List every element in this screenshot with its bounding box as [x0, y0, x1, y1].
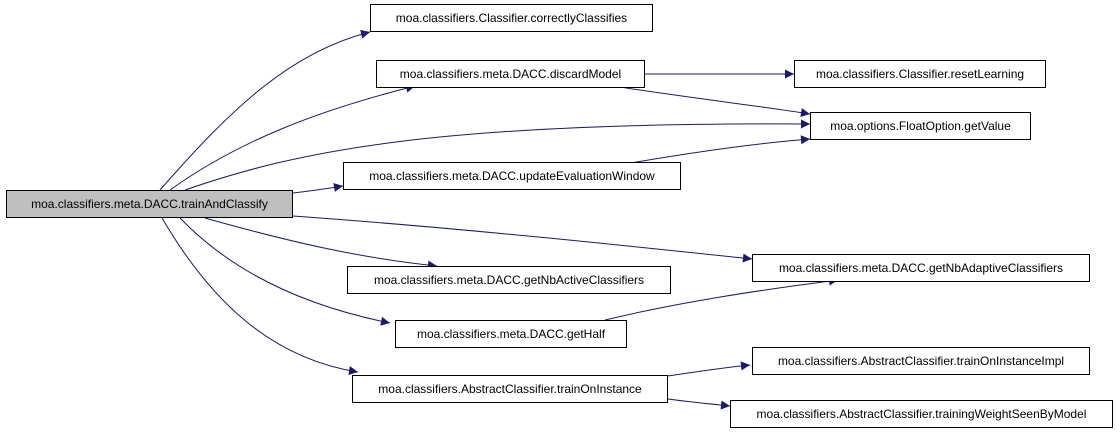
- edge-discard-model-to-float-option-get-value: [619, 86, 811, 118]
- edge-get-half-to-get-nb-adaptive-classifiers: [604, 276, 839, 321]
- node-float-option-get-value[interactable]: moa.options.FloatOption.getValue: [810, 112, 1031, 140]
- node-get-nb-adaptive-classifiers[interactable]: moa.classifiers.meta.DACC.getNbAdaptiveC…: [752, 254, 1090, 282]
- edge-root-to-discard-model: [169, 83, 416, 191]
- node-train-on-instance-impl[interactable]: moa.classifiers.AbstractClassifier.train…: [752, 347, 1090, 375]
- node-correctly-classifies[interactable]: moa.classifiers.Classifier.correctlyClas…: [370, 4, 653, 32]
- edge-update-evaluation-window-to-float-option-get-value: [624, 135, 811, 165]
- node-get-nb-active-classifiers[interactable]: moa.classifiers.meta.DACC.getNbActiveCla…: [347, 266, 671, 294]
- node-discard-model[interactable]: moa.classifiers.meta.DACC.discardModel: [376, 60, 645, 88]
- node-training-weight-seen-by-model[interactable]: moa.classifiers.AbstractClassifier.train…: [730, 400, 1113, 428]
- node-get-half[interactable]: moa.classifiers.meta.DACC.getHalf: [395, 320, 627, 348]
- edge-root-to-get-half: [179, 217, 391, 326]
- node-train-on-instance[interactable]: moa.classifiers.AbstractClassifier.train…: [352, 375, 668, 403]
- edge-root-to-get-nb-adaptive-classifiers: [292, 215, 753, 263]
- node-update-evaluation-window[interactable]: moa.classifiers.meta.DACC.updateEvaluati…: [343, 162, 681, 190]
- edge-root-to-update-evaluation-window: [292, 183, 344, 194]
- edge-train-on-instance-to-train-on-instance-impl: [667, 361, 751, 377]
- edge-root-to-correctly-classifies: [159, 29, 371, 191]
- edge-root-to-get-nb-active-classifiers: [204, 217, 438, 270]
- edge-root-to-train-on-instance: [161, 217, 359, 376]
- edge-train-on-instance-to-training-weight-seen-by-model: [667, 398, 731, 410]
- edge-root-to-float-option-get-value: [184, 119, 811, 191]
- node-train-and-classify[interactable]: moa.classifiers.meta.DACC.trainAndClassi…: [6, 190, 293, 218]
- node-reset-learning[interactable]: moa.classifiers.Classifier.resetLearning: [794, 60, 1046, 88]
